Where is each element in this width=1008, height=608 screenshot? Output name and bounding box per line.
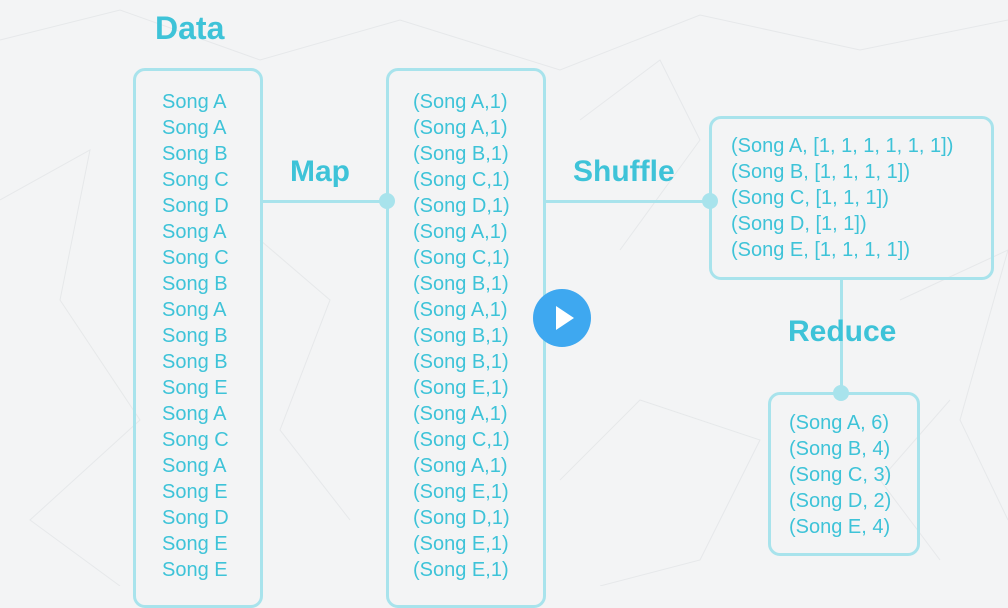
shuffle-connector-dot xyxy=(702,193,718,209)
reduce-item: (Song C, 3) xyxy=(789,464,892,486)
map-item: (Song E,1) xyxy=(413,377,509,399)
shuffle-to-reduce-connector xyxy=(840,278,843,394)
map-item: (Song E,1) xyxy=(413,481,509,503)
map-item: (Song A,1) xyxy=(413,403,508,425)
data-title: Data xyxy=(155,10,225,46)
data-item: Song E xyxy=(162,377,228,399)
data-item: Song B xyxy=(162,273,228,295)
map-item: (Song A,1) xyxy=(413,91,508,113)
reduce-item: (Song D, 2) xyxy=(789,490,892,512)
data-item: Song E xyxy=(162,481,228,503)
data-item: Song B xyxy=(162,325,228,347)
map-label: Map xyxy=(290,155,350,188)
map-item: (Song A,1) xyxy=(413,221,508,243)
background-network-pattern xyxy=(0,9,1008,586)
map-list: (Song A,1) (Song A,1) (Song B,1) (Song C,1)… xyxy=(413,89,510,583)
data-item: Song A xyxy=(162,299,227,321)
data-item: Song E xyxy=(162,533,228,555)
shuffle-item: (Song E, [1, 1, 1, 1]) xyxy=(731,239,910,261)
map-item: (Song B,1) xyxy=(413,325,509,347)
data-item: Song A xyxy=(162,455,227,477)
reduce-list: (Song A, 6) (Song B, 4) (Song C, 3) (Song D… xyxy=(789,410,891,540)
data-item: Song A xyxy=(162,91,227,113)
map-to-shuffle-connector xyxy=(545,200,711,203)
shuffle-list: (Song A, [1, 1, 1, 1, 1, 1]) (Song B, [1,… xyxy=(731,133,953,263)
play-button[interactable] xyxy=(533,289,591,347)
play-icon xyxy=(556,306,574,330)
shuffle-label: Shuffle xyxy=(573,155,675,188)
map-item: (Song A,1) xyxy=(413,117,508,139)
shuffle-item: (Song C, [1, 1, 1]) xyxy=(731,187,889,209)
data-item: Song B xyxy=(162,351,228,373)
map-item: (Song B,1) xyxy=(413,143,509,165)
map-item: (Song B,1) xyxy=(413,273,509,295)
data-to-map-connector xyxy=(262,200,388,203)
map-item: (Song E,1) xyxy=(413,533,509,555)
map-item: (Song B,1) xyxy=(413,351,509,373)
shuffle-item: (Song D, [1, 1]) xyxy=(731,213,867,235)
data-item: Song C xyxy=(162,247,229,269)
shuffle-item: (Song A, [1, 1, 1, 1, 1, 1]) xyxy=(731,135,954,157)
reduce-item: (Song A, 6) xyxy=(789,412,890,434)
map-item: (Song A,1) xyxy=(413,299,508,321)
data-item: Song E xyxy=(162,559,228,581)
map-item: (Song C,1) xyxy=(413,429,510,451)
reduce-connector-dot xyxy=(833,385,849,401)
map-item: (Song C,1) xyxy=(413,247,510,269)
data-list: Song A Song A Song B Song C Song D Song A Song… xyxy=(162,89,229,583)
data-item: Song D xyxy=(162,507,229,529)
map-connector-dot xyxy=(379,193,395,209)
map-item: (Song E,1) xyxy=(413,559,509,581)
reduce-item: (Song E, 4) xyxy=(789,516,891,538)
data-item: Song C xyxy=(162,169,229,191)
map-item: (Song C,1) xyxy=(413,169,510,191)
map-item: (Song D,1) xyxy=(413,507,510,529)
data-item: Song A xyxy=(162,221,227,243)
data-item: Song A xyxy=(162,403,227,425)
data-item: Song C xyxy=(162,429,229,451)
reduce-label: Reduce xyxy=(788,315,897,348)
data-item: Song A xyxy=(162,117,227,139)
map-item: (Song D,1) xyxy=(413,195,510,217)
data-item: Song D xyxy=(162,195,229,217)
shuffle-item: (Song B, [1, 1, 1, 1]) xyxy=(731,161,910,183)
data-item: Song B xyxy=(162,143,228,165)
reduce-item: (Song B, 4) xyxy=(789,438,891,460)
map-item: (Song A,1) xyxy=(413,455,508,477)
